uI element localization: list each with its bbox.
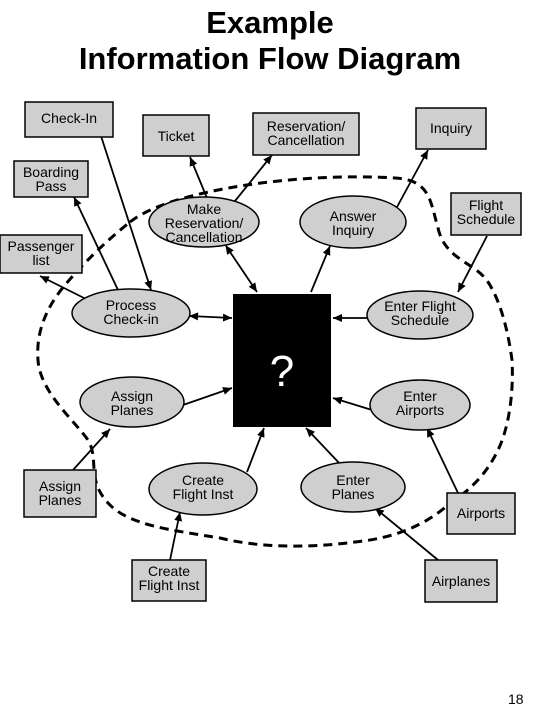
external-flight-schedule: Flight Schedule bbox=[450, 192, 522, 236]
label: list bbox=[32, 252, 49, 268]
arrow-create-to-box bbox=[246, 427, 265, 473]
system-boundary bbox=[36, 175, 514, 548]
process-enter-airports: Enter Airports bbox=[369, 379, 471, 431]
label: Create bbox=[182, 472, 224, 488]
label: Check-In bbox=[41, 110, 97, 126]
arrow-process-checkin-box bbox=[189, 312, 233, 322]
label: Check-in bbox=[103, 311, 158, 327]
arrow-to-enter-flight-schedule bbox=[457, 235, 488, 293]
external-check-in: Check-In bbox=[24, 101, 114, 138]
label: Passenger bbox=[8, 238, 75, 254]
label: Make bbox=[187, 201, 221, 217]
label: Cancellation bbox=[267, 132, 344, 148]
arrow-to-enter-planes bbox=[374, 507, 439, 561]
arrow-airports-to-box bbox=[332, 396, 373, 411]
label: Assign bbox=[39, 478, 81, 494]
label: Enter bbox=[403, 388, 437, 404]
label: Planes bbox=[332, 486, 375, 502]
label: Airports bbox=[396, 402, 444, 418]
process-make-reservation: Make Reservation/ Cancellation bbox=[148, 196, 260, 248]
label: Pass bbox=[35, 178, 66, 194]
label: Inquiry bbox=[430, 120, 472, 136]
label: Create bbox=[148, 563, 190, 579]
label: Answer bbox=[330, 208, 377, 224]
arrow-to-reservation-process bbox=[234, 154, 273, 202]
arrow-reservation-box bbox=[225, 245, 258, 293]
central-process-box bbox=[233, 294, 331, 427]
external-airports: Airports bbox=[446, 492, 516, 535]
process-create-flight-inst: Create Flight Inst bbox=[148, 462, 258, 516]
process-enter-planes: Enter Planes bbox=[300, 461, 406, 513]
label: Flight Inst bbox=[139, 577, 200, 593]
process-assign-planes: Assign Planes bbox=[79, 376, 185, 428]
external-passenger-list: Passenger list bbox=[0, 234, 83, 274]
arrow-to-passenger-list bbox=[39, 275, 93, 303]
label: Flight Inst bbox=[173, 486, 234, 502]
label: Enter Flight bbox=[384, 298, 456, 314]
arrow-checkin-to-process bbox=[100, 135, 153, 291]
label: Flight bbox=[469, 197, 503, 213]
label: Inquiry bbox=[332, 222, 374, 238]
label: Airports bbox=[457, 505, 505, 521]
external-inquiry: Inquiry bbox=[415, 107, 487, 150]
arrow-to-inquiry bbox=[396, 149, 429, 208]
label: Schedule bbox=[391, 312, 450, 328]
label: Schedule bbox=[457, 211, 516, 227]
external-boarding-pass: Boarding Pass bbox=[13, 160, 89, 198]
label: Planes bbox=[39, 492, 82, 508]
label: Planes bbox=[111, 402, 154, 418]
arrow-to-ticket bbox=[189, 156, 208, 199]
external-create-flight-inst: Create Flight Inst bbox=[131, 559, 207, 602]
label: Ticket bbox=[158, 128, 195, 144]
arrow-to-boarding-pass bbox=[73, 196, 119, 291]
label: Airplanes bbox=[432, 573, 490, 589]
label: Reservation/ bbox=[267, 118, 346, 134]
process-enter-flight-schedule: Enter Flight Schedule bbox=[366, 290, 474, 340]
external-ticket: Ticket bbox=[142, 114, 210, 157]
arrow-to-assign-planes bbox=[72, 428, 111, 471]
label: Process bbox=[106, 297, 157, 313]
label: Enter bbox=[336, 472, 370, 488]
process-process-check-in: Process Check-in bbox=[71, 288, 191, 338]
arrow-to-create-flight-inst bbox=[169, 511, 183, 561]
question-mark: ? bbox=[270, 347, 294, 396]
external-assign-planes: Assign Planes bbox=[23, 469, 97, 518]
process-answer-inquiry: Answer Inquiry bbox=[299, 195, 407, 249]
arrow-planes-to-box bbox=[305, 427, 342, 466]
label: Boarding bbox=[23, 164, 79, 180]
title-line-1: Example bbox=[206, 5, 334, 40]
title-line-2: Information Flow Diagram bbox=[78, 41, 462, 76]
flow-arrows bbox=[39, 135, 488, 561]
label: Cancellation bbox=[165, 229, 242, 245]
arrow-to-answer-inquiry bbox=[310, 245, 331, 293]
page-number: 18 bbox=[508, 691, 524, 707]
external-airplanes: Airplanes bbox=[424, 559, 498, 603]
label: Reservation/ bbox=[165, 215, 244, 231]
label: Assign bbox=[111, 388, 153, 404]
external-reservation: Reservation/ Cancellation bbox=[252, 112, 360, 156]
arrow-to-enter-airports bbox=[426, 427, 459, 494]
arrow-assign-planes-to-box bbox=[182, 387, 233, 406]
